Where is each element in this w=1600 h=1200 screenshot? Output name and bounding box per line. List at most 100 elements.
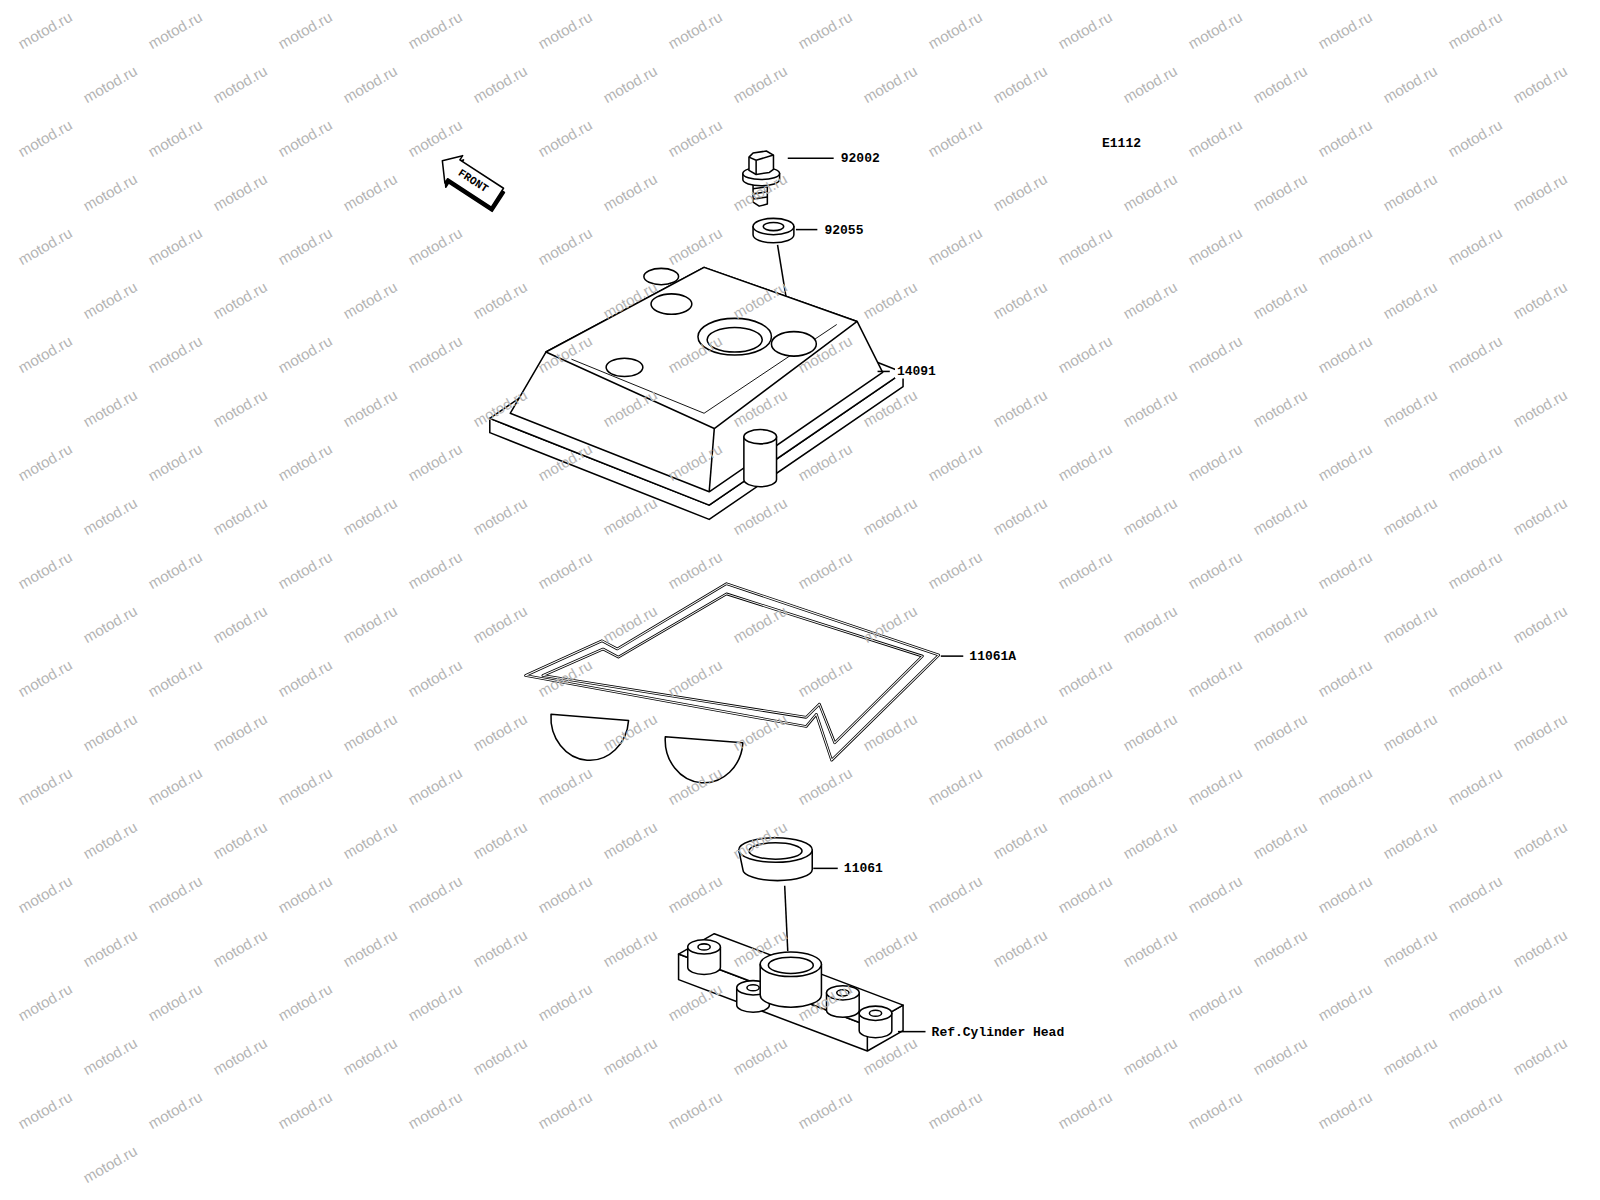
watermark: motod.ru [1380,170,1440,214]
watermark: motod.ru [340,602,400,646]
watermark: motod.ru [730,1034,790,1078]
callout-number: 92002 [839,151,882,166]
watermark: motod.ru [535,548,595,592]
watermark: motod.ru [1315,980,1375,1024]
watermark: motod.ru [1445,656,1505,700]
watermark: motod.ru [275,764,335,808]
watermark: motod.ru [665,224,725,268]
callout-number: 92055 [822,222,865,237]
watermark: motod.ru [340,278,400,322]
watermark: motod.ru [1250,170,1310,214]
watermark: motod.ru [210,170,270,214]
watermark: motod.ru [1055,548,1115,592]
watermark: motod.ru [925,1088,985,1132]
watermark: motod.ru [1250,386,1310,430]
watermark: motod.ru [1445,332,1505,376]
watermark: motod.ru [1445,116,1505,160]
watermark: motod.ru [15,872,75,916]
watermark: motod.ru [665,116,725,160]
watermark: motod.ru [80,1034,140,1078]
plug-seal [739,838,838,951]
watermark: motod.ru [405,8,465,52]
watermark: motod.ru [1055,872,1115,916]
watermark: motod.ru [275,116,335,160]
watermark: motod.ru [795,548,855,592]
watermark: motod.ru [665,8,725,52]
watermark: motod.ru [1380,602,1440,646]
watermark: motod.ru [925,548,985,592]
watermark: motod.ru [600,494,660,538]
watermark: motod.ru [405,224,465,268]
watermark: motod.ru [15,8,75,52]
watermark: motod.ru [860,278,920,322]
watermark: motod.ru [1120,62,1180,106]
watermark: motod.ru [470,62,530,106]
watermark: motod.ru [860,62,920,106]
watermark: motod.ru [405,980,465,1024]
watermark: motod.ru [405,656,465,700]
watermark: motod.ru [275,440,335,484]
watermark: motod.ru [15,1088,75,1132]
watermark: motod.ru [730,62,790,106]
watermark: motod.ru [990,710,1050,754]
watermark: motod.ru [1250,710,1310,754]
watermark: motod.ru [1120,602,1180,646]
watermark: motod.ru [80,710,140,754]
watermark: motod.ru [1510,170,1570,214]
watermark: motod.ru [470,602,530,646]
watermark: motod.ru [665,656,725,700]
watermark: motod.ru [15,656,75,700]
valve-cover [490,267,903,519]
watermark: motod.ru [1315,764,1375,808]
watermark: motod.ru [210,1034,270,1078]
watermark: motod.ru [1055,440,1115,484]
watermark: motod.ru [80,386,140,430]
watermark: motod.ru [340,818,400,862]
watermark: motod.ru [1120,1034,1180,1078]
watermark: motod.ru [1445,1088,1505,1132]
callout-number: 11061 [842,861,885,876]
watermark: motod.ru [1185,332,1245,376]
watermark: motod.ru [990,926,1050,970]
watermark: motod.ru [1315,8,1375,52]
watermark: motod.ru [1120,386,1180,430]
watermark: motod.ru [665,1088,725,1132]
watermark: motod.ru [1120,170,1180,214]
watermark: motod.ru [15,116,75,160]
watermark: motod.ru [1055,656,1115,700]
watermark: motod.ru [340,170,400,214]
watermark: motod.ru [1315,872,1375,916]
watermark: motod.ru [535,224,595,268]
watermark: motod.ru [1120,278,1180,322]
watermark: motod.ru [470,710,530,754]
watermark: motod.ru [925,224,985,268]
watermark: motod.ru [210,818,270,862]
watermark: motod.ru [1315,440,1375,484]
watermark: motod.ru [15,548,75,592]
watermark: motod.ru [925,440,985,484]
watermark: motod.ru [535,116,595,160]
watermark: motod.ru [1510,494,1570,538]
watermark: motod.ru [145,980,205,1024]
watermark: motod.ru [730,710,790,754]
watermark: motod.ru [1510,62,1570,106]
watermark: motod.ru [860,710,920,754]
watermark: motod.ru [1380,278,1440,322]
watermark: motod.ru [145,872,205,916]
watermark: motod.ru [1120,926,1180,970]
watermark: motod.ru [1120,710,1180,754]
watermark: motod.ru [600,62,660,106]
watermark: motod.ru [1380,1034,1440,1078]
watermark: motod.ru [470,926,530,970]
watermark: motod.ru [795,656,855,700]
watermark: motod.ru [145,440,205,484]
watermark: motod.ru [80,602,140,646]
watermark: motod.ru [275,224,335,268]
watermark: motod.ru [340,62,400,106]
watermark: motod.ru [1380,62,1440,106]
watermark: motod.ru [1315,1088,1375,1132]
watermark: motod.ru [795,764,855,808]
watermark: motod.ru [145,548,205,592]
watermark: motod.ru [1185,1088,1245,1132]
